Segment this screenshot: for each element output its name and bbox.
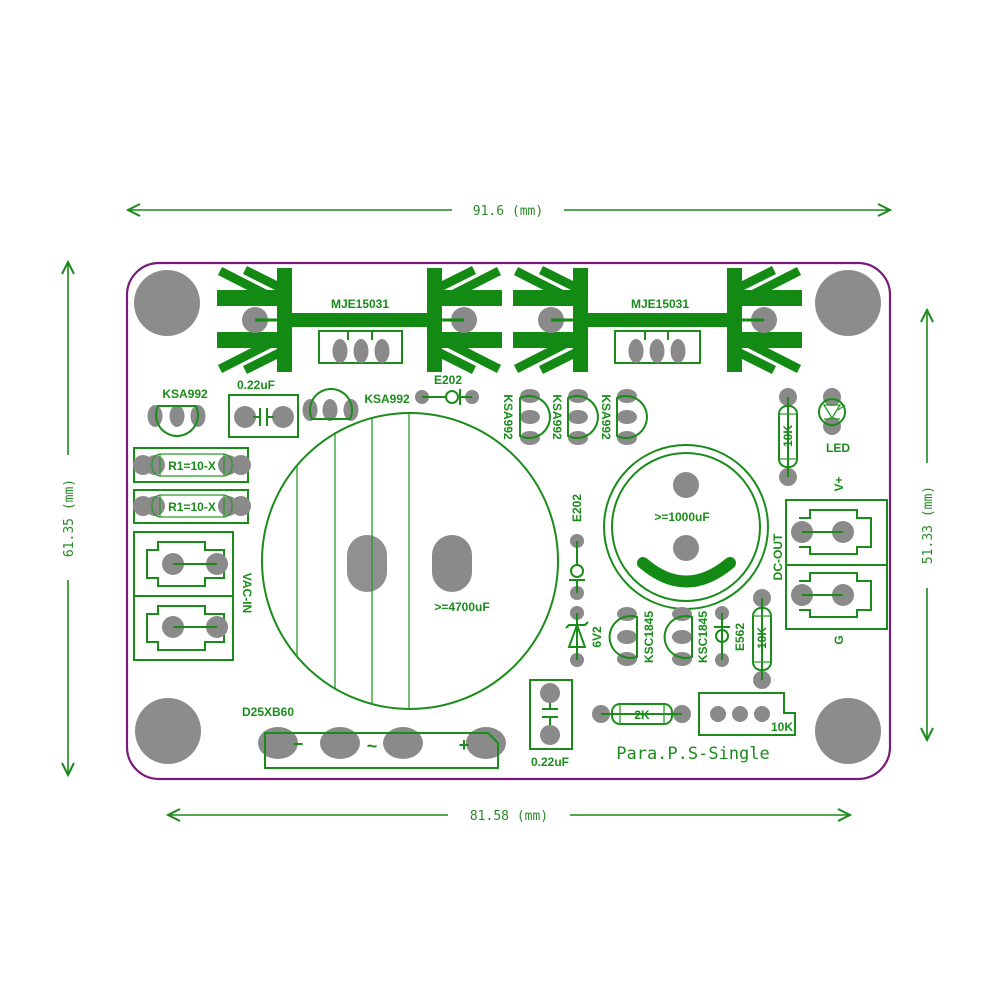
mounting-hole-top-left: [134, 270, 200, 336]
transistor-ksa992-v3: KSA992: [599, 389, 648, 445]
component-label: E202: [570, 494, 584, 522]
capacitor-022uf-bottom: 0.22uF: [529, 679, 573, 769]
transistor-ksc1845-a: KSC1845: [608, 607, 656, 666]
component-label: R1=10-X: [168, 500, 216, 514]
dimension-bottom-label: 81.58 (mm): [470, 809, 548, 824]
dimension-right: 51.33 (mm): [917, 307, 937, 743]
resistor-10k-mid: 10K: [752, 589, 772, 689]
heatsink-2: MJE15031: [513, 268, 802, 372]
component-label: 10K: [755, 627, 769, 649]
transistor-outline: [318, 330, 403, 364]
board-title: Para.P.S-Single: [616, 744, 770, 764]
component-label: E202: [434, 373, 462, 387]
terminal-label-ground: G: [832, 635, 846, 644]
terminal-label-vplus: V+: [832, 476, 846, 491]
component-label: 10K: [771, 720, 793, 734]
resistor-2k: 2K: [592, 703, 691, 725]
transistor-label: MJE15031: [631, 297, 689, 311]
trimmer-10k: 10K: [698, 692, 796, 736]
component-label: E562: [733, 623, 747, 651]
component-label: KSC1845: [696, 611, 710, 663]
transistor-outline: [614, 330, 701, 364]
component-label: KSA992: [162, 387, 208, 401]
capacitor-022uf-top: 0.22uF: [228, 378, 299, 438]
dimension-top-label: 91.6 (mm): [473, 204, 543, 219]
component-label: KSA992: [501, 394, 515, 440]
zener-diode-6v2: 6V2: [565, 606, 604, 667]
component-label: KSA992: [364, 392, 410, 406]
component-label: 6V2: [590, 626, 604, 648]
component-label: KSA992: [599, 394, 613, 440]
component-label: D25XB60: [242, 705, 294, 719]
resistor-10k-top: 10K: [778, 388, 798, 486]
component-label: KSA992: [550, 394, 564, 440]
diode-e202-top: E202: [415, 373, 479, 405]
connector-vac-in: VAC-IN: [133, 531, 254, 661]
component-label: >=1000uF: [654, 510, 709, 524]
capacitor-4700uf: >=4700uF: [261, 412, 559, 710]
resistor-r1-a: R1=10-X: [133, 447, 251, 483]
component-label: DC-OUT: [771, 533, 785, 580]
diode-e562: E562: [714, 606, 747, 667]
component-label: >=4700uF: [434, 600, 489, 614]
transistor-ksa992-v1: KSA992: [501, 389, 551, 445]
component-label: 0.22uF: [237, 378, 275, 392]
dimension-left: 61.35 (mm): [58, 259, 78, 778]
terminal-minus: −: [293, 734, 304, 754]
dimension-bottom: 81.58 (mm): [165, 805, 853, 825]
transistor-ksa992-v2: KSA992: [550, 389, 599, 445]
component-label: R1=10-X: [168, 459, 216, 473]
connector-dc-out: DC-OUT V+ G: [771, 476, 888, 645]
component-label: LED: [826, 441, 850, 455]
terminal-ac: ~: [367, 736, 378, 756]
component-label: 10K: [781, 425, 795, 447]
led: LED: [818, 388, 850, 455]
component-label: 2K: [634, 708, 650, 722]
capacitor-1000uf: >=1000uF: [603, 444, 769, 610]
diode-e202-mid: E202: [569, 494, 585, 600]
transistor-ksa992-left: KSA992: [147, 387, 208, 437]
heatsink-1: MJE15031: [217, 268, 502, 372]
transistor-ksa992-mid: KSA992: [302, 388, 410, 421]
mounting-hole-top-right: [815, 270, 881, 336]
board-outline: [125, 261, 892, 781]
component-label: VAC-IN: [240, 573, 254, 613]
component-label: 0.22uF: [531, 755, 569, 769]
resistor-r1-b: R1=10-X: [133, 489, 251, 524]
terminal-plus: +: [459, 735, 470, 755]
mounting-hole-bottom-right: [815, 698, 881, 764]
transistor-ksc1845-b: KSC1845: [663, 607, 710, 666]
bridge-rectifier-d25xb60: D25XB60 − ~ +: [242, 705, 506, 769]
mounting-hole-bottom-left: [135, 698, 201, 764]
transistor-label: MJE15031: [331, 297, 389, 311]
component-label: KSC1845: [642, 611, 656, 663]
dimension-left-label: 61.35 (mm): [62, 479, 77, 557]
dimension-right-label: 51.33 (mm): [921, 486, 936, 564]
dimension-top: 91.6 (mm): [125, 200, 893, 220]
